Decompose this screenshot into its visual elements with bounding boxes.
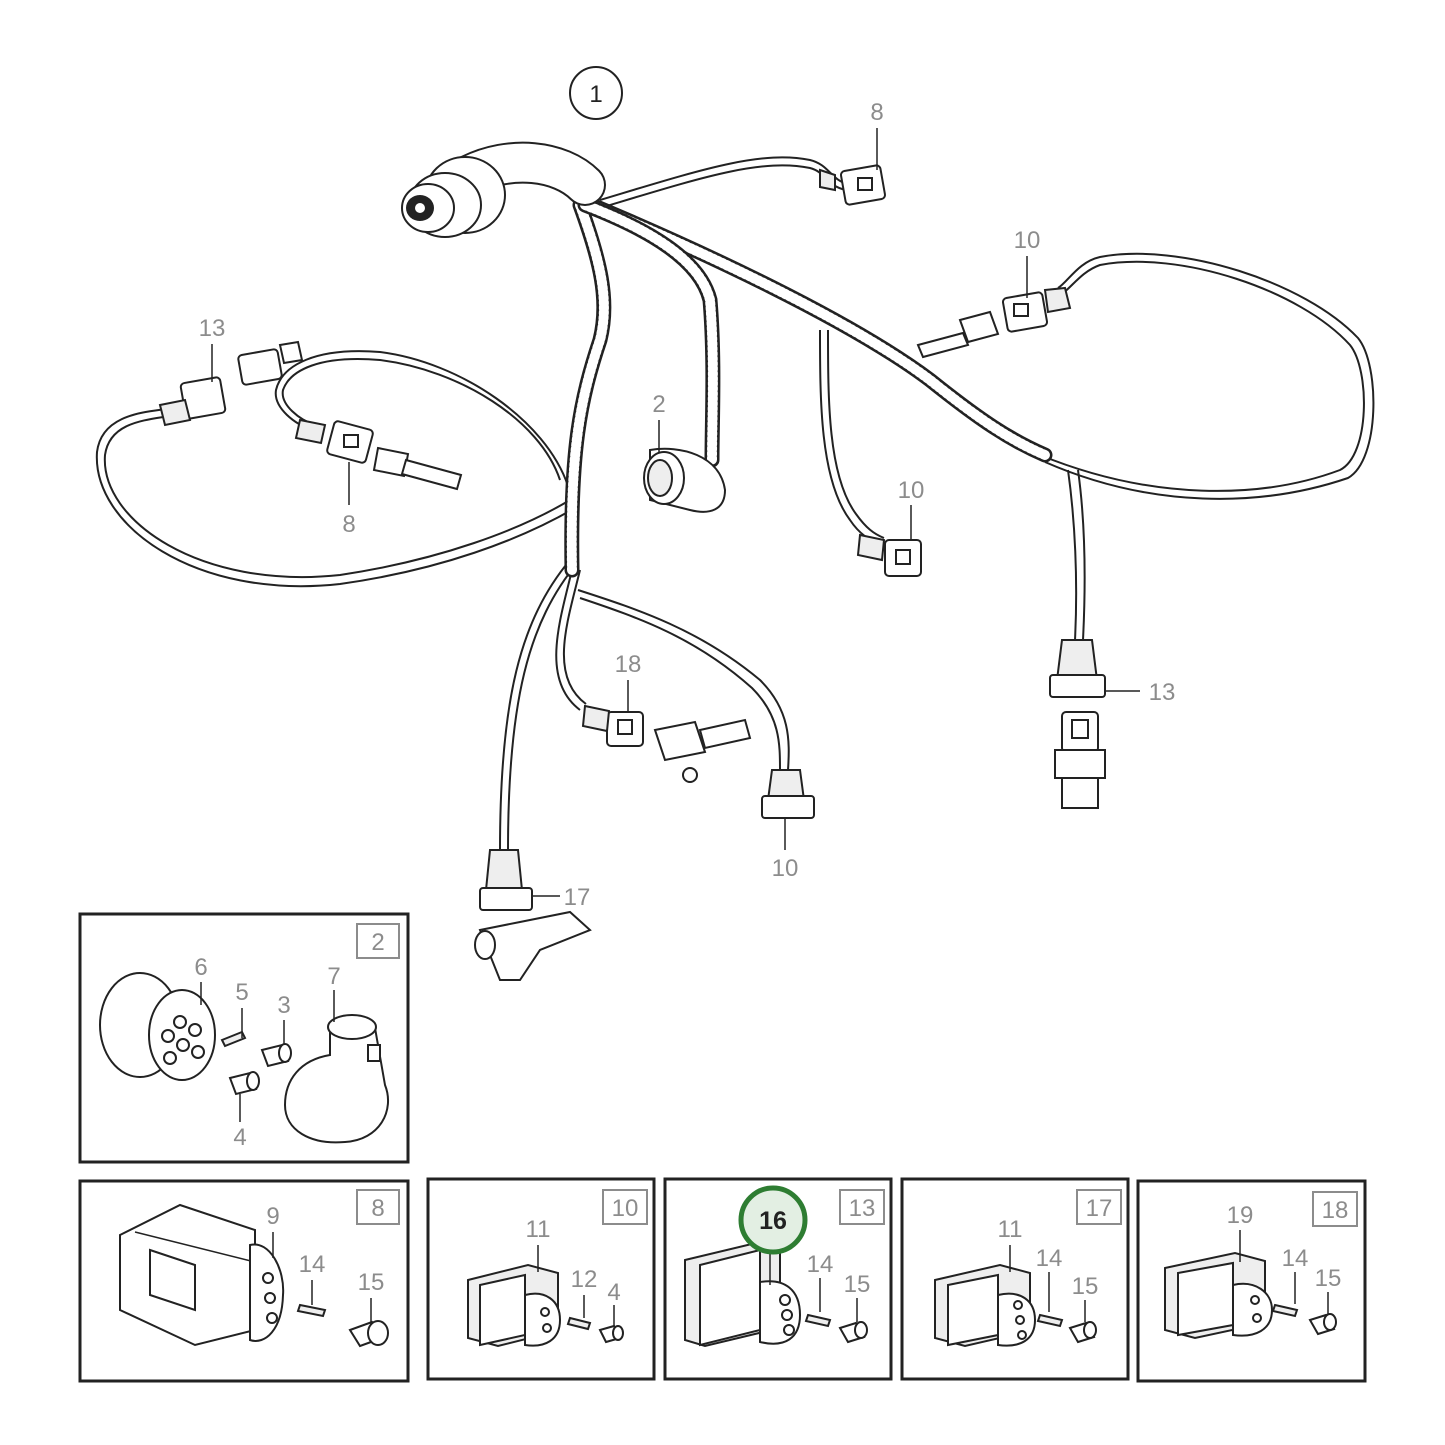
part-9-connector[interactable] <box>119 1203 285 1347</box>
part-19-connector[interactable] <box>1164 1251 1274 1340</box>
connector-8-left[interactable]: 8 <box>294 418 463 538</box>
detail-13-label-15: 15 <box>844 1271 871 1298</box>
main-round-connector[interactable] <box>401 156 506 238</box>
connector-10-center[interactable]: 10 <box>856 477 925 577</box>
part-4-small-plug[interactable] <box>598 1324 624 1344</box>
detail-18-label-15: 15 <box>1315 1265 1342 1292</box>
part-14-pin-17[interactable] <box>1036 1313 1064 1328</box>
detail-17-label-15: 15 <box>1072 1273 1099 1300</box>
detail-tag-17[interactable]: 17 <box>1076 1189 1122 1225</box>
detail-box-10: 10 11 12 4 <box>426 1177 656 1381</box>
part-14-pin[interactable] <box>296 1303 327 1318</box>
detail-17-label-11: 11 <box>998 1216 1023 1243</box>
detail-tag-13-label: 13 <box>849 1195 876 1222</box>
detail-8-label-15: 15 <box>358 1269 385 1296</box>
part-7-housing[interactable] <box>283 990 390 1144</box>
part-4-plug[interactable] <box>228 1071 260 1096</box>
label-8-left: 8 <box>342 511 355 538</box>
detail-box-17: 17 11 14 15 <box>900 1177 1130 1381</box>
label-17-bottom: 17 <box>564 884 591 911</box>
connector-18-center[interactable]: 18 <box>581 651 752 783</box>
part-6-round-plug[interactable] <box>99 972 216 1081</box>
connector-17-bottom[interactable]: 17 <box>474 849 592 981</box>
part-12-pin[interactable] <box>566 1316 592 1331</box>
detail-2-label-7: 7 <box>327 963 340 990</box>
detail-tag-2[interactable]: 2 <box>356 923 400 959</box>
label-8-top: 8 <box>870 99 883 126</box>
callout-1-label: 1 <box>589 81 602 108</box>
part-14-pin-18[interactable] <box>1271 1303 1299 1318</box>
detail-tag-10[interactable]: 10 <box>602 1189 648 1225</box>
part-15-plug-18[interactable] <box>1308 1313 1337 1336</box>
detail-18-label-14: 14 <box>1282 1245 1309 1272</box>
part-14-pin-13[interactable] <box>804 1313 832 1328</box>
connector-2-center[interactable]: 2 <box>643 391 727 513</box>
detail-2-label-3: 3 <box>277 992 290 1019</box>
detail-tag-8-label: 8 <box>371 1195 384 1222</box>
main-harness: 1 <box>95 66 1375 981</box>
detail-tag-10-label: 10 <box>612 1195 639 1222</box>
detail-10-label-11: 11 <box>526 1216 551 1243</box>
part-11-connector-17[interactable] <box>934 1263 1037 1348</box>
detail-8-label-14: 14 <box>299 1251 326 1278</box>
detail-tag-18-label: 18 <box>1322 1197 1349 1224</box>
connector-13-left[interactable]: 13 <box>158 315 304 427</box>
detail-18-label-19: 19 <box>1227 1202 1254 1229</box>
highlight-label-16: 16 <box>759 1207 787 1235</box>
detail-10-label-4: 4 <box>607 1279 620 1306</box>
detail-10-label-12: 12 <box>571 1266 598 1293</box>
connector-10-right[interactable]: 10 <box>916 227 1072 359</box>
detail-13-label-14: 14 <box>807 1251 834 1278</box>
detail-tag-17-label: 17 <box>1086 1195 1113 1222</box>
label-18-center: 18 <box>615 651 642 678</box>
detail-2-label-6: 6 <box>194 954 207 981</box>
part-3-plug[interactable] <box>260 1043 292 1068</box>
label-2-center: 2 <box>652 391 665 418</box>
highlight-callout-16[interactable]: 16 <box>738 1185 808 1255</box>
part-16-connector[interactable] <box>684 1240 802 1348</box>
label-13-right: 13 <box>1149 679 1176 706</box>
detail-17-label-14: 14 <box>1036 1245 1063 1272</box>
detail-box-18: 18 19 14 15 <box>1136 1179 1367 1383</box>
detail-2-label-4: 4 <box>233 1124 246 1151</box>
label-10-right: 10 <box>1014 227 1041 254</box>
detail-tag-13[interactable]: 13 <box>839 1189 885 1225</box>
detail-2-label-5: 5 <box>235 979 248 1006</box>
part-11-connector[interactable] <box>467 1263 562 1348</box>
highlight-ring <box>738 1185 808 1255</box>
detail-tag-2-label: 2 <box>371 929 384 956</box>
part-15-plug-13[interactable] <box>838 1321 868 1344</box>
label-10-bottom: 10 <box>772 855 799 882</box>
connector-10-bottom[interactable]: 10 <box>761 769 815 882</box>
part-15-plug[interactable] <box>348 1320 389 1348</box>
part-5-pin[interactable] <box>220 1030 247 1048</box>
detail-box-8: 8 9 14 15 <box>78 1179 410 1383</box>
detail-box-2: 2 6 5 3 4 <box>78 912 410 1164</box>
callout-1[interactable]: 1 <box>569 66 623 120</box>
detail-tag-18[interactable]: 18 <box>1312 1191 1358 1227</box>
detail-tag-8[interactable]: 8 <box>356 1189 400 1225</box>
thin-wires <box>95 156 1375 851</box>
label-10-center: 10 <box>898 477 925 504</box>
connector-13-right[interactable]: 13 <box>1049 639 1176 809</box>
detail-box-13: 13 16 14 15 <box>663 1177 893 1381</box>
label-13-left: 13 <box>199 315 226 342</box>
part-15-plug-17[interactable] <box>1068 1321 1097 1344</box>
detail-8-label-9: 9 <box>266 1203 279 1230</box>
connector-8-top[interactable]: 8 <box>819 99 887 206</box>
